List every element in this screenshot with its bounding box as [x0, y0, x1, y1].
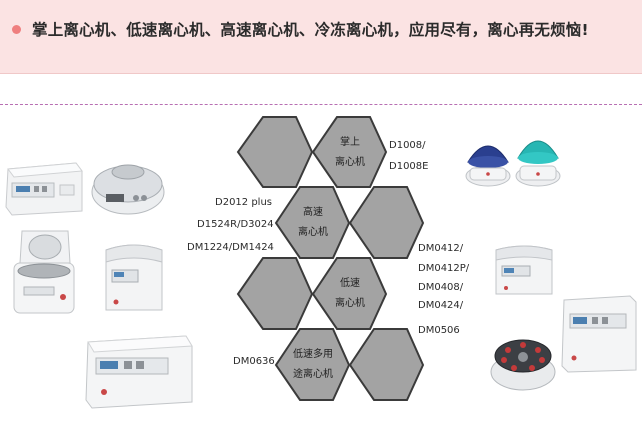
model-label: D1008E: [389, 161, 429, 172]
open-rotor-centrifuge-image: [490, 339, 556, 391]
model-label: DM0636: [233, 356, 275, 367]
hexagon-empty-top-left: [236, 116, 314, 188]
hexagon-low-speed-label: 低速 离心机: [319, 274, 381, 314]
model-label: DM0412P/: [418, 263, 470, 274]
model-label: DM1224/DM1424: [187, 242, 274, 253]
hexagon-multi-purpose-label: 低速多用 途离心机: [280, 345, 346, 385]
low-speed-centrifuge-image: [495, 245, 553, 295]
model-label: DM0506: [418, 325, 460, 336]
model-label: D1008/: [389, 140, 426, 151]
model-label: DM0408/: [418, 282, 464, 293]
palm-centrifuges-blue-teal-image: [465, 140, 561, 187]
model-label: D2012 plus: [215, 197, 273, 208]
title-banner: 掌上离心机、低速离心机、高速离心机、冷冻离心机，应用尽有，离心再无烦恼!: [0, 0, 642, 74]
model-label: D1524R/D3024: [197, 219, 274, 230]
multipurpose-centrifuge-image: [561, 295, 637, 373]
palm-label-line2: 离心机: [335, 157, 365, 168]
dashed-divider: [0, 104, 642, 105]
hexagon-empty-mid-right: [348, 186, 425, 259]
open-lid-centrifuge-image: [13, 230, 75, 314]
bullet-dot-icon: [12, 25, 21, 34]
model-label: DM0424/: [418, 300, 464, 311]
benchtop-refrigerated-centrifuge-image: [5, 162, 83, 216]
small-benchtop-centrifuge-image: [105, 244, 163, 311]
banner-title: 掌上离心机、低速离心机、高速离心机、冷冻离心机，应用尽有，离心再无烦恼!: [32, 21, 589, 39]
model-label: DM0412/: [418, 243, 464, 254]
hexagon-high-speed-label: 高速 离心机: [282, 203, 344, 243]
low-speed-label-line2: 离心机: [335, 298, 365, 309]
large-low-speed-centrifuge-image: [85, 335, 193, 409]
multi-label-line1: 低速多用: [293, 349, 333, 360]
high-speed-label-line2: 离心机: [298, 227, 328, 238]
high-speed-label-line1: 高速: [303, 207, 323, 218]
hexagon-multi-purpose[interactable]: [274, 328, 351, 401]
hexagon-empty-bottom-right: [348, 328, 425, 401]
compact-round-centrifuge-image: [91, 164, 165, 215]
hexagon-palm[interactable]: [311, 116, 388, 188]
multi-label-line2: 途离心机: [293, 369, 333, 380]
hexagon-palm-label: 掌上 离心机: [319, 133, 381, 173]
palm-label-line1: 掌上: [340, 137, 360, 148]
low-speed-label-line1: 低速: [340, 278, 360, 289]
hexagon-high-speed[interactable]: [274, 186, 351, 259]
hexagon-empty-low-left: [236, 257, 314, 330]
hexagon-low-speed[interactable]: [311, 257, 388, 330]
